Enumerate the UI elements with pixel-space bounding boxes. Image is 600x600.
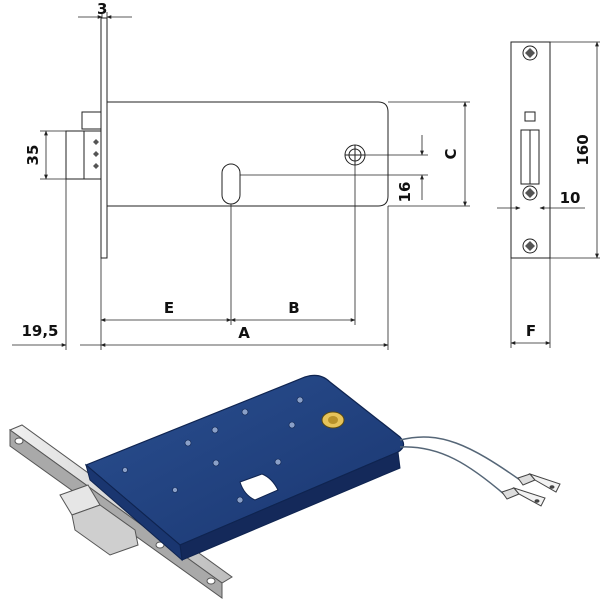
latch-window xyxy=(524,111,536,122)
lock-case-front xyxy=(106,101,389,207)
dim-A-label: A xyxy=(238,324,250,342)
connector-icon xyxy=(501,486,546,507)
dim-160-label: 160 xyxy=(574,134,592,165)
dim-16-label: 16 xyxy=(396,182,414,203)
cylinder-hole-iso-inner xyxy=(328,416,338,424)
dim-3-label: 3 xyxy=(97,0,107,18)
lock-case-iso-front xyxy=(85,463,183,562)
dim-E-label: E xyxy=(164,299,174,317)
connector-icon xyxy=(517,472,561,493)
screw-icon xyxy=(93,139,99,169)
isometric-view xyxy=(8,374,561,599)
latch-top xyxy=(81,111,102,130)
faceplate-front xyxy=(100,17,108,259)
wire-1 xyxy=(399,436,521,481)
dim-35-label: 35 xyxy=(24,145,42,166)
dim-B-label: B xyxy=(288,299,299,317)
keyhole-icon xyxy=(239,473,279,501)
latch-iso-bolt xyxy=(71,504,139,556)
screw-icon xyxy=(522,45,538,254)
dim-19-5-label: 19,5 xyxy=(21,322,58,340)
screw-icon xyxy=(14,437,216,585)
dim-F-label: F xyxy=(526,322,536,340)
dim-C-label: C xyxy=(442,148,460,159)
dim-10-label: 10 xyxy=(560,189,581,207)
front-view: 3 35 E xyxy=(12,0,470,350)
screw-icon xyxy=(122,396,304,504)
wire-2 xyxy=(399,446,506,496)
side-view: 160 10 F xyxy=(497,41,600,348)
